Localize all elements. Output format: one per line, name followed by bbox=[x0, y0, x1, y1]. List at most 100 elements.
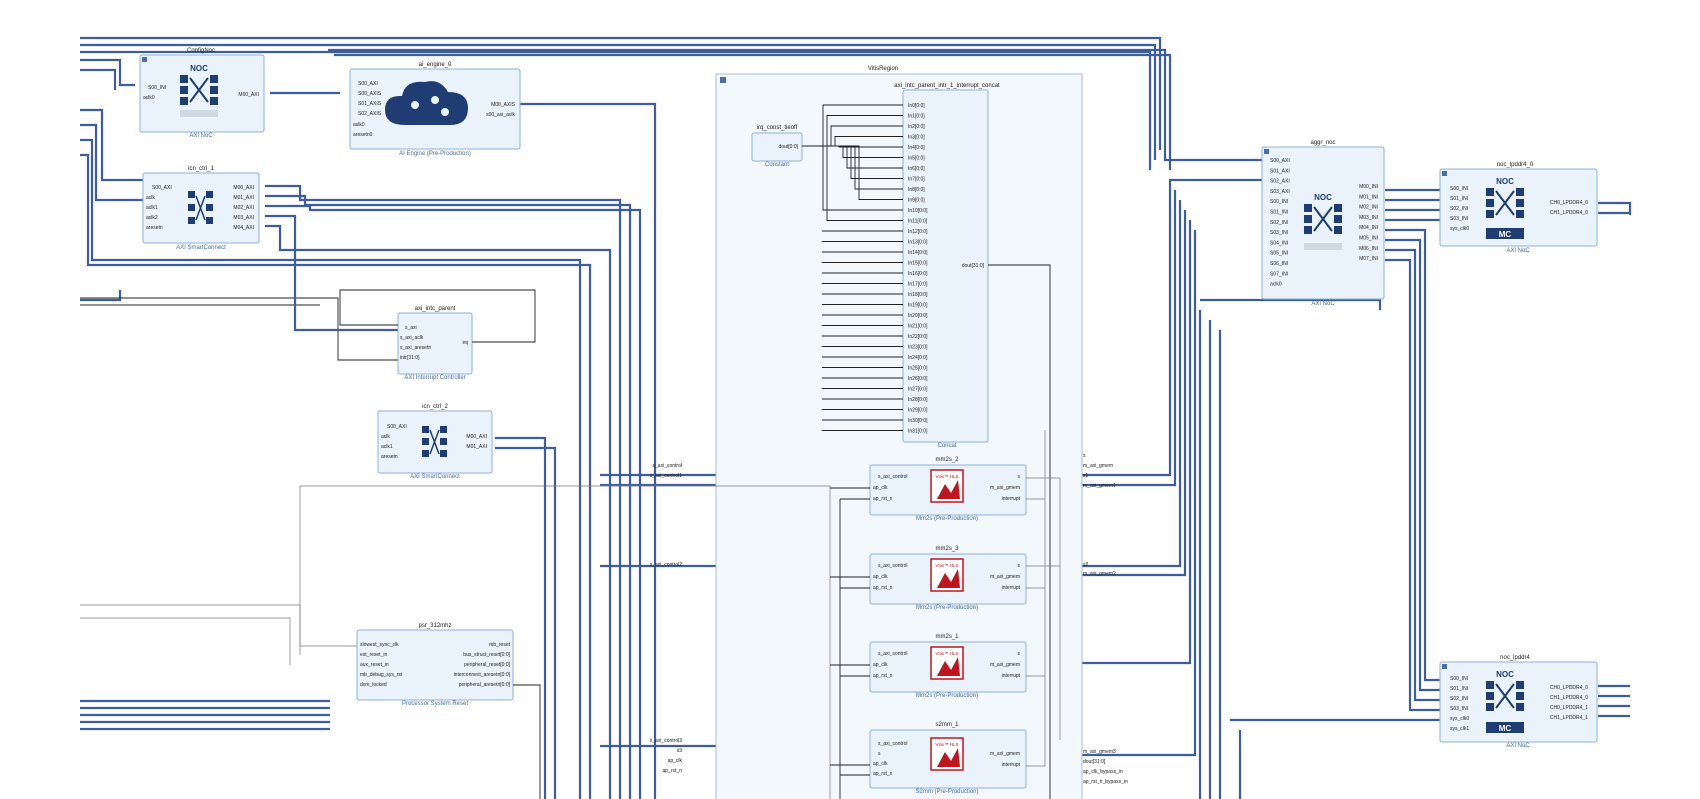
svg-text:interrupt: interrupt bbox=[1002, 496, 1021, 502]
svg-text:axi_intc_parent: axi_intc_parent bbox=[415, 306, 456, 312]
svg-text:S02_INI: S02_INI bbox=[1450, 696, 1468, 702]
smartconnect-icon bbox=[188, 191, 213, 224]
block-s2mm-1[interactable]: s2mm_1 Vitis™ HLS s_axi_control s ap_clk… bbox=[869, 722, 1027, 795]
block-axi-intc-parent[interactable]: axi_intc_parent s_axi s_axi_aclk s_axi_a… bbox=[397, 306, 473, 381]
svg-text:aclk1: aclk1 bbox=[146, 205, 158, 211]
svg-text:s2mm_1: s2mm_1 bbox=[935, 722, 959, 728]
svg-text:AXI SmartConnect: AXI SmartConnect bbox=[176, 245, 226, 251]
svg-text:S01_AXIS: S01_AXIS bbox=[358, 101, 382, 107]
noc-logo-icon: NOC MC bbox=[1486, 670, 1524, 733]
svg-text:slowest_sync_clk: slowest_sync_clk bbox=[360, 642, 399, 648]
concat-pin: In4[0:0] bbox=[908, 145, 925, 151]
concat-pin: In12[0:0] bbox=[908, 229, 928, 235]
svg-text:ai_engine_0: ai_engine_0 bbox=[419, 62, 452, 68]
aggr-noc-pin-out: M04_INI bbox=[1359, 225, 1378, 231]
aggr-noc-pin-in: S07_INI bbox=[1270, 271, 1288, 277]
svg-text:mb_debug_sys_rst: mb_debug_sys_rst bbox=[360, 672, 403, 678]
aggr-noc-pin-out: M03_INI bbox=[1359, 215, 1378, 221]
svg-text:interrupt: interrupt bbox=[1002, 762, 1021, 768]
svg-text:aux_reset_in: aux_reset_in bbox=[360, 662, 389, 668]
svg-text:ap_clk: ap_clk bbox=[873, 574, 888, 580]
svg-text:S03_INI: S03_INI bbox=[1450, 706, 1468, 712]
svg-text:M03_AXI: M03_AXI bbox=[233, 215, 254, 221]
svg-text:mm2s_3: mm2s_3 bbox=[935, 546, 959, 552]
svg-text:ap_clk: ap_clk bbox=[668, 758, 683, 764]
svg-text:dout[31:0]: dout[31:0] bbox=[1083, 759, 1106, 765]
svg-text:CH0_LPDDR4_0: CH0_LPDDR4_0 bbox=[1550, 200, 1588, 206]
block-mm2s-3[interactable]: mm2s_3 Vitis™ HLS s_axi_control ap_clk a… bbox=[869, 546, 1027, 611]
svg-text:s_axi_aresetn: s_axi_aresetn bbox=[400, 345, 431, 351]
block-mm2s-1[interactable]: mm2s_1 Vitis™ HLS s_axi_control ap_clk a… bbox=[869, 634, 1027, 699]
svg-text:aresetn: aresetn bbox=[146, 225, 163, 231]
aggr-noc-pin-in: S01_AXI bbox=[1270, 168, 1290, 174]
block-irq-const[interactable]: irq_const_tieoff dout[0:0] Constant bbox=[751, 125, 803, 168]
aggr-noc-pin-out: M00_INI bbox=[1359, 184, 1378, 190]
svg-text:s2: s2 bbox=[1083, 562, 1089, 568]
concat-pin: In21[0:0] bbox=[908, 324, 928, 330]
svg-text:ap_rst_n: ap_rst_n bbox=[663, 768, 683, 774]
aggr-noc-pin-in: S04_INI bbox=[1270, 240, 1288, 246]
block-psr-312mhz[interactable]: psr_312mhz slowest_sync_clk ext_reset_in… bbox=[356, 623, 514, 707]
svg-text:CH1_LPDDR4_0: CH1_LPDDR4_0 bbox=[1550, 210, 1588, 216]
block-mm2s-2[interactable]: mm2s_2 Vitis™ HLS s_axi_control ap_clk a… bbox=[869, 457, 1027, 522]
aggr-noc-pin-in: S03_AXI bbox=[1270, 189, 1290, 195]
concat-pin: In2[0:0] bbox=[908, 124, 925, 130]
svg-text:mb_reset: mb_reset bbox=[489, 642, 510, 648]
concat-wires bbox=[802, 104, 903, 431]
svg-text:CH0_LPDDR4_0: CH0_LPDDR4_0 bbox=[1550, 685, 1588, 691]
svg-text:AXI NoC: AXI NoC bbox=[1506, 743, 1530, 749]
svg-text:sys_clk0: sys_clk0 bbox=[1450, 716, 1469, 722]
svg-text:AXI SmartConnect: AXI SmartConnect bbox=[410, 474, 460, 480]
block-icn-ctrl-1[interactable]: icn_ctrl_1 S00_AXI aclk aclk1 aclk2 ares… bbox=[142, 166, 260, 251]
aggr-noc-pin-in: S00_INI bbox=[1270, 199, 1288, 205]
svg-text:aclk: aclk bbox=[146, 195, 155, 201]
block-config-noc[interactable]: ConfigNoc NOC S00_INI aclk0 M00_AXI AXI … bbox=[139, 48, 265, 139]
svg-text:Vitis™ HLS: Vitis™ HLS bbox=[936, 474, 959, 479]
svg-text:m_axi_gmem1: m_axi_gmem1 bbox=[1083, 483, 1116, 489]
svg-text:s1: s1 bbox=[1083, 473, 1089, 479]
svg-text:aclk: aclk bbox=[381, 434, 390, 440]
block-noc-lpddr4[interactable]: noc_lpddr4 NOC MC S00_INI S01_INI S02_IN… bbox=[1439, 655, 1598, 749]
svg-text:NOC: NOC bbox=[190, 64, 208, 73]
concat-pin: In25[0:0] bbox=[908, 366, 928, 372]
svg-text:Vitis™ HLS: Vitis™ HLS bbox=[936, 651, 959, 656]
concat-pin: In23[0:0] bbox=[908, 345, 928, 351]
svg-text:sys_clk1: sys_clk1 bbox=[1450, 726, 1469, 732]
svg-text:aclk0: aclk0 bbox=[353, 122, 365, 128]
concat-pin: In3[0:0] bbox=[908, 135, 925, 141]
concat-pin: In27[0:0] bbox=[908, 387, 928, 393]
svg-text:CH1_LPDDR4_1: CH1_LPDDR4_1 bbox=[1550, 715, 1588, 721]
svg-text:icn_ctrl_1: icn_ctrl_1 bbox=[188, 166, 214, 172]
concat-wire bbox=[802, 145, 903, 200]
aggr-noc-pin-out: M02_INI bbox=[1359, 205, 1378, 211]
svg-text:peripheral_reset[0:0]: peripheral_reset[0:0] bbox=[464, 662, 510, 668]
svg-text:interrupt: interrupt bbox=[1002, 585, 1021, 591]
svg-text:Concat: Concat bbox=[937, 443, 956, 449]
aggr-noc-pin-in: S03_INI bbox=[1270, 230, 1288, 236]
svg-text:MC: MC bbox=[1499, 230, 1512, 239]
concat-pin: In0[0:0] bbox=[908, 103, 925, 109]
svg-text:M00_AXI: M00_AXI bbox=[233, 185, 254, 191]
concat-pin: In29[0:0] bbox=[908, 408, 928, 414]
block-icn-ctrl-2[interactable]: icn_ctrl_2 S00_AXI aclk aclk1 aresetn M0… bbox=[377, 404, 493, 480]
svg-text:m_axi_gmem2: m_axi_gmem2 bbox=[1083, 571, 1116, 577]
svg-text:S00_AXI: S00_AXI bbox=[358, 81, 378, 87]
noc-logo-icon: NOC bbox=[1304, 193, 1342, 250]
svg-text:intr[31:0]: intr[31:0] bbox=[400, 355, 420, 361]
concat-pin: In9[0:0] bbox=[908, 198, 925, 204]
svg-text:aclk2: aclk2 bbox=[146, 215, 158, 221]
svg-text:S00_INI: S00_INI bbox=[1450, 186, 1468, 192]
block-ai-engine[interactable]: ai_engine_0 S00_AXI S00_AXIS S01_AXIS S0… bbox=[349, 62, 521, 157]
block-aggr-noc[interactable]: aggr_noc NOC S00_AXIS01_AXIS02_AXIS03_AX… bbox=[1261, 140, 1385, 307]
svg-text:ConfigNoc: ConfigNoc bbox=[187, 48, 215, 54]
svg-text:noc_lpddr4: noc_lpddr4 bbox=[1500, 655, 1530, 661]
svg-text:dout[0:0]: dout[0:0] bbox=[779, 144, 799, 150]
svg-text:s_axi_control: s_axi_control bbox=[653, 463, 682, 469]
svg-text:s_axi_aclk: s_axi_aclk bbox=[400, 335, 424, 341]
concat-pin: In8[0:0] bbox=[908, 187, 925, 193]
svg-text:s_axi_control: s_axi_control bbox=[878, 563, 907, 569]
block-concat[interactable]: axi_intc_parent_intr_1_interrupt_concat … bbox=[894, 83, 1000, 449]
block-noc-lpddr4-0[interactable]: noc_lpddr4_0 NOC MC S00_INI S01_INI S02_… bbox=[1439, 162, 1598, 254]
aggr-noc-pin-in: S01_INI bbox=[1270, 210, 1288, 216]
